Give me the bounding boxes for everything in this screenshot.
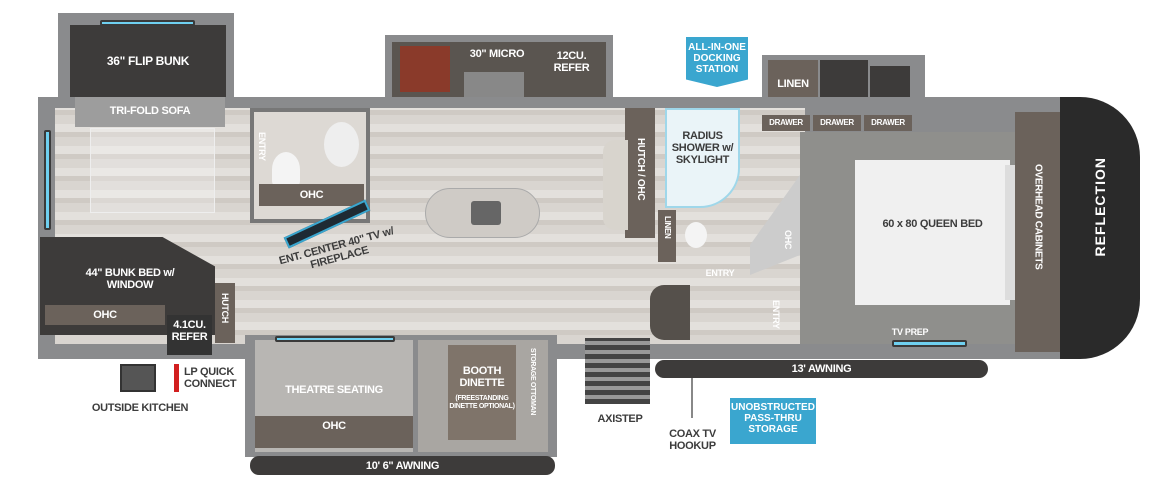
booth-dinette-label: BOOTH DINETTE — [459, 365, 505, 389]
recliner — [650, 285, 690, 340]
axistep-stairs — [585, 338, 650, 404]
kitchen-island — [425, 188, 540, 238]
refer-12-label: 12CU. REFER — [553, 50, 590, 74]
theatre-seating: THEATRE SEATING OHC — [255, 336, 413, 452]
queen-bed-label: 60 x 80 QUEEN BED — [882, 218, 983, 230]
linen-top-label: LINEN — [777, 78, 809, 90]
drawer-label: DRAWER — [769, 118, 803, 127]
half-bath: ENTRY OHC — [250, 108, 370, 223]
axistep-label: AXISTEP — [597, 413, 643, 425]
awning-13: 13' AWNING — [655, 360, 988, 378]
shower-label: RADIUS SHOWER w/ SKYLIGHT — [671, 130, 734, 166]
sofa-bed-outline — [90, 128, 215, 213]
theatre-label: THEATRE SEATING — [285, 384, 383, 396]
awning-10: 10' 6" AWNING — [250, 456, 555, 475]
refer-41-label: 4.1CU. REFER — [167, 315, 212, 355]
hutch-ohc: HUTCH / OHC — [625, 108, 655, 238]
freestanding-label: (FREESTANDING DINETTE OPTIONAL) — [449, 395, 515, 410]
window — [100, 20, 195, 26]
sink — [324, 122, 359, 167]
entry-label: ENTRY — [705, 268, 735, 278]
dinette-table: BOOTH DINETTE (FREESTANDING DINETTE OPTI… — [448, 345, 516, 440]
outside-kitchen-label: OUTSIDE KITCHEN — [91, 402, 189, 414]
ohc-label: OHC — [255, 416, 413, 448]
hutch-counter — [603, 140, 628, 230]
ohc-label: OHC — [259, 184, 364, 206]
linen-bath-label: LINEN — [663, 216, 672, 239]
hutch-label: HUTCH — [220, 293, 230, 323]
bunk-bed-label: 44" BUNK BED w/ WINDOW — [85, 267, 175, 291]
overhead-cabinets-label: OVERHEAD CABINETS — [1032, 164, 1044, 270]
drawer: DRAWER — [762, 115, 810, 131]
outside-kitchen-icon — [120, 364, 156, 392]
drawer-label: DRAWER — [871, 118, 905, 127]
flip-bunk: 36" FLIP BUNK — [70, 25, 226, 97]
window — [275, 336, 395, 342]
pantry — [400, 46, 450, 92]
micro-label: 30" MICRO — [469, 48, 525, 60]
docking-callout: ALL-IN-ONE DOCKING STATION — [686, 37, 748, 87]
coax-label: COAX TV HOOKUP — [669, 428, 716, 452]
entry-door-label: ENTRY — [771, 300, 781, 329]
sink — [471, 201, 501, 225]
brand-logo: REFLECTION — [1092, 157, 1108, 257]
tv-prep-label: TV PREP — [891, 327, 929, 337]
hutch-ohc-label: HUTCH / OHC — [635, 138, 646, 201]
lp-label: LP QUICK CONNECT — [184, 366, 237, 390]
tri-fold-sofa: TRI-FOLD SOFA — [75, 97, 225, 127]
drawer: DRAWER — [813, 115, 861, 131]
hutch: HUTCH — [215, 283, 235, 343]
queen-bed: 60 x 80 QUEEN BED — [855, 160, 1010, 305]
storage-ottoman-label: STORAGE OTTOMAN — [529, 348, 536, 416]
linen-bath: LINEN — [658, 210, 676, 262]
sofa-label: TRI-FOLD SOFA — [109, 105, 191, 117]
ohc-label: OHC — [783, 230, 793, 250]
window — [892, 340, 967, 347]
drawer: DRAWER — [864, 115, 912, 131]
front-cap: REFLECTION — [1060, 97, 1140, 359]
flip-bunk-label: 36" FLIP BUNK — [106, 54, 190, 68]
drawer-label: DRAWER — [820, 118, 854, 127]
lp-icon — [174, 364, 179, 392]
pass-thru-callout: UNOBSTRUCTED PASS-THRU STORAGE — [730, 398, 816, 444]
radius-shower: RADIUS SHOWER w/ SKYLIGHT — [665, 108, 740, 208]
window — [44, 130, 51, 230]
entry-label: ENTRY — [257, 132, 267, 161]
ohc-label: OHC — [45, 305, 165, 325]
toilet-icon — [272, 152, 300, 187]
booth-dinette: BOOTH DINETTE (FREESTANDING DINETTE OPTI… — [418, 340, 548, 452]
toilet-icon — [685, 222, 707, 248]
overhead-cabinets: OVERHEAD CABINETS — [1015, 112, 1060, 352]
coax-line — [691, 378, 693, 418]
